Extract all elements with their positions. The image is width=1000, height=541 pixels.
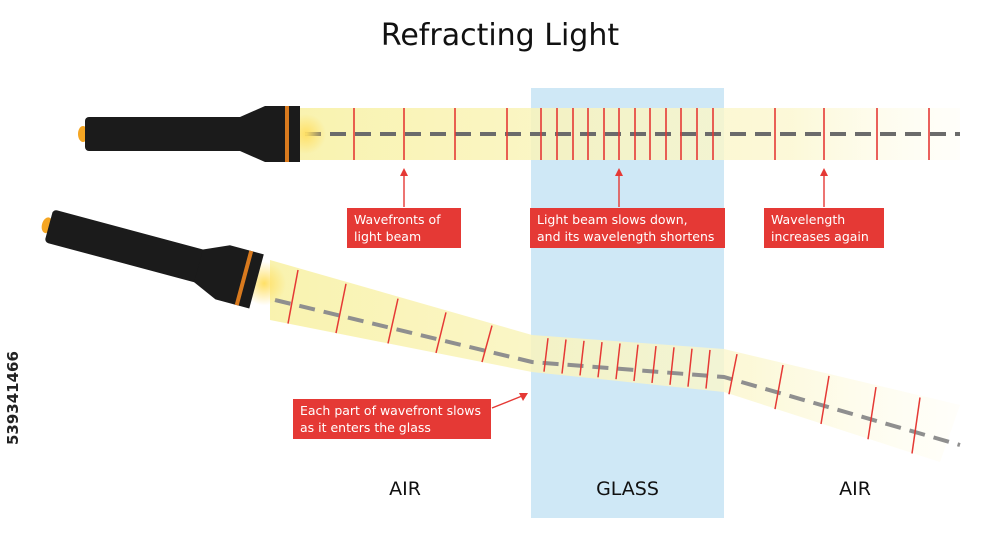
bottom-wavefront-line — [481, 325, 493, 363]
bottom-wavefront-line — [579, 340, 585, 376]
bottom-flashlight-body — [45, 210, 207, 283]
bottom-wavefront-line — [820, 375, 830, 425]
bottom-wavefront-line — [387, 298, 399, 344]
bottom-flashlight — [41, 210, 287, 309]
top-flashlight-neck — [240, 106, 300, 162]
label-increases-line-1: Wavelength — [771, 212, 846, 227]
top-flashlight-body — [85, 117, 245, 151]
arrow-slows-head — [615, 168, 623, 176]
label-each-part-line-1: Each part of wavefront slows — [300, 403, 482, 418]
label-wavefronts-line-2: light beam — [354, 229, 422, 244]
bottom-wavefront-line — [615, 343, 621, 380]
arrow-each-part — [491, 395, 523, 409]
bottom-flashlight-neck — [194, 245, 264, 309]
bottom-flashlight-band — [234, 250, 254, 306]
label-slows-line-2: and its wavelength shortens — [537, 229, 715, 244]
bottom-wavefront-line — [687, 348, 693, 387]
label-slows-line-1: Light beam slows down, — [537, 212, 688, 227]
bottom-beam — [270, 260, 961, 462]
bottom-wavefront-line — [774, 364, 784, 410]
bottom-wavefront-line — [911, 397, 921, 454]
top-flashlight — [78, 106, 326, 162]
bottom-beam-axis — [274, 298, 961, 447]
label-increases-line-2: increases again — [771, 229, 869, 244]
bottom-wavefront-line — [633, 344, 639, 382]
bottom-wavefront-line — [597, 342, 603, 378]
stock-id-watermark: 539341466 — [4, 351, 22, 445]
arrow-each-part-head — [519, 393, 528, 401]
label-wavefronts: Wavefronts of light beam — [347, 208, 461, 248]
top-wavefronts — [353, 108, 930, 160]
region-air-right: AIR — [839, 478, 871, 500]
region-glass: GLASS — [596, 478, 659, 500]
bottom-wavefront-line — [728, 353, 738, 395]
bottom-wavefront-line — [543, 338, 549, 372]
label-slows: Light beam slows down, and its wavelengt… — [530, 208, 725, 248]
bottom-wavefront-line — [669, 347, 675, 385]
top-flashlight-band — [285, 106, 289, 162]
bottom-wavefront-line — [561, 339, 567, 374]
bottom-wavefront-line — [287, 269, 299, 324]
top-beam — [295, 108, 960, 160]
region-air-left: AIR — [389, 478, 421, 500]
bottom-wavefront-line — [335, 283, 347, 334]
bottom-wavefront-line — [705, 349, 711, 389]
page-title: Refracting Light — [380, 18, 620, 53]
bottom-wavefront-line — [867, 386, 877, 440]
label-each-part: Each part of wavefront slows as it enter… — [293, 399, 491, 439]
arrow-increases-head — [820, 168, 828, 176]
label-arrows — [400, 168, 828, 409]
label-each-part-line-2: as it enters the glass — [300, 420, 431, 435]
bottom-wavefront-line — [435, 312, 447, 354]
bottom-beam-band — [270, 260, 960, 462]
bottom-wavefronts — [287, 269, 921, 454]
arrow-wavefronts-head — [400, 168, 408, 176]
label-increases: Wavelength increases again — [764, 208, 884, 248]
bottom-wavefront-line — [651, 345, 657, 383]
label-wavefronts-line-1: Wavefronts of — [354, 212, 441, 227]
